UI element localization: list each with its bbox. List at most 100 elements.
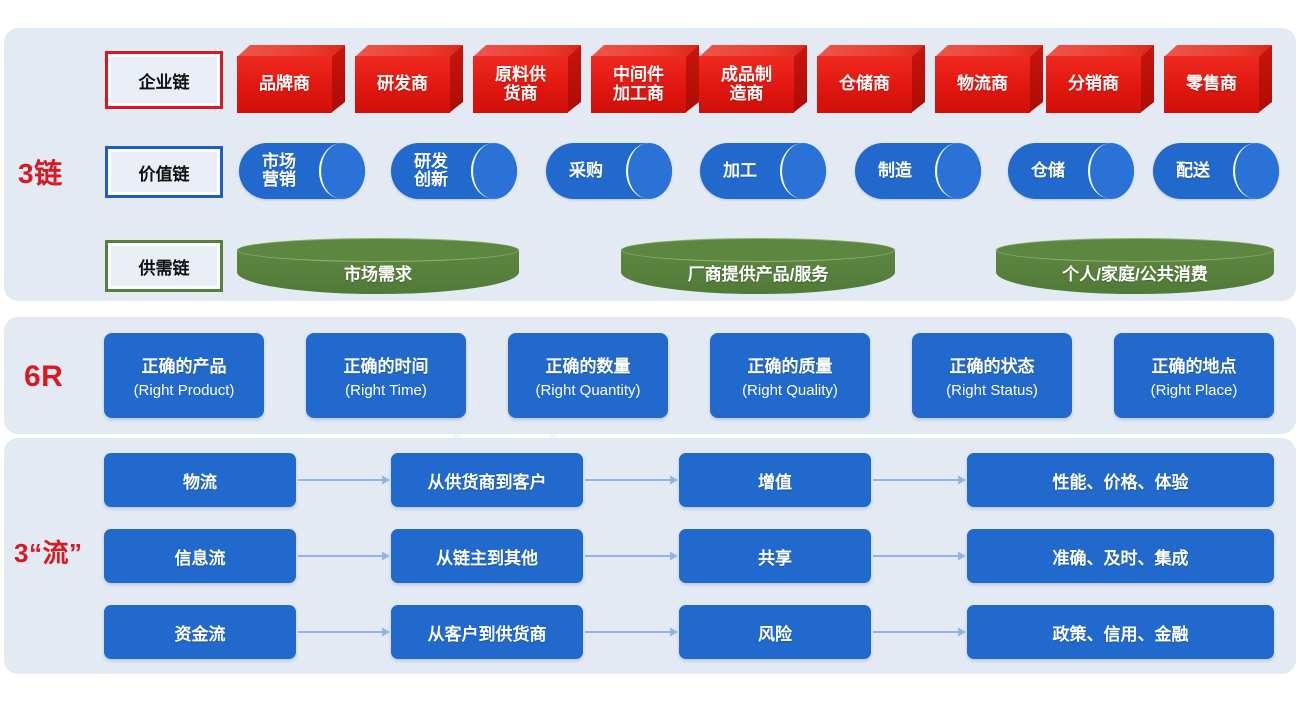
enterprise-chain-node-label: 零售商 (1164, 56, 1259, 113)
enterprise-chain-node[interactable]: 成品制 造商 (699, 45, 807, 113)
flow-box[interactable]: 风险 (679, 605, 871, 659)
cylinder-end-cap (935, 143, 981, 199)
flow-box[interactable]: 信息流 (104, 529, 296, 583)
drum-top-ellipse (237, 238, 519, 262)
flow-arrow (296, 474, 391, 486)
flow-box[interactable]: 从链主到其他 (391, 529, 583, 583)
flow-box[interactable]: 从供货商到客户 (391, 453, 583, 507)
supply-demand-chain-node-label: 厂商提供产品/服务 (687, 264, 829, 284)
flow-arrow (583, 474, 679, 486)
box-top-face (591, 45, 699, 57)
supply-demand-chain-node[interactable]: 市场需求 (237, 238, 519, 294)
six-r-card[interactable]: 正确的状态 (Right Status) (912, 333, 1072, 418)
supply-demand-chain-node-label: 市场需求 (344, 264, 412, 284)
flow-box[interactable]: 性能、价格、体验 (967, 453, 1274, 507)
box-side-face (911, 45, 925, 113)
drum-top-ellipse (996, 238, 1274, 262)
value-chain-node[interactable]: 研发 创新 (391, 143, 517, 199)
box-top-face (1046, 45, 1154, 57)
flow-arrow (871, 626, 967, 638)
six-r-card-title-en: (Right Status) (946, 382, 1038, 399)
flow-box[interactable]: 物流 (104, 453, 296, 507)
six-r-card-title-cn: 正确的数量 (545, 357, 631, 376)
box-top-face (237, 45, 345, 57)
flow-arrow (871, 550, 967, 562)
cylinder-end-cap (319, 143, 365, 199)
value-chain-node[interactable]: 采购 (546, 143, 672, 199)
six-r-card[interactable]: 正确的时间 (Right Time) (306, 333, 466, 418)
enterprise-chain-node-label: 品牌商 (237, 56, 332, 113)
row-label-value-chain: 价值链 (105, 146, 223, 198)
section-label-three-chains: 3链 (18, 158, 63, 189)
flow-box[interactable]: 共享 (679, 529, 871, 583)
value-chain-node[interactable]: 配送 (1153, 143, 1279, 199)
cylinder-end-cap (780, 143, 826, 199)
enterprise-chain-node[interactable]: 研发商 (355, 45, 463, 113)
six-r-card-title-cn: 正确的状态 (949, 357, 1035, 376)
box-side-face (331, 45, 345, 113)
value-chain-node[interactable]: 市场 营销 (239, 143, 365, 199)
six-r-card[interactable]: 正确的质量 (Right Quality) (710, 333, 870, 418)
six-r-card-title-en: (Right Quantity) (535, 382, 641, 399)
six-r-card-title-cn: 正确的时间 (343, 357, 429, 376)
six-r-card-title-en: (Right Time) (345, 382, 427, 399)
box-side-face (685, 45, 699, 113)
supply-demand-chain-node[interactable]: 个人/家庭/公共消费 (996, 238, 1274, 294)
enterprise-chain-node-label: 分销商 (1046, 56, 1141, 113)
value-chain-node-label: 采购 (569, 160, 603, 180)
box-side-face (1140, 45, 1154, 113)
drum-top-ellipse (621, 238, 895, 262)
flow-box[interactable]: 从客户到供货商 (391, 605, 583, 659)
flow-box[interactable]: 资金流 (104, 605, 296, 659)
row-label-enterprise-chain: 企业链 (105, 51, 223, 109)
six-r-card-title-en: (Right Quality) (742, 382, 838, 399)
enterprise-chain-node-label: 原料供 货商 (473, 56, 568, 113)
flow-box[interactable]: 准确、及时、集成 (967, 529, 1274, 583)
six-r-card[interactable]: 正确的地点(Right Place) (1114, 333, 1274, 418)
value-chain-node-label: 制造 (878, 160, 912, 180)
flow-arrow (583, 626, 679, 638)
value-chain-node[interactable]: 加工 (700, 143, 826, 199)
box-side-face (1258, 45, 1272, 113)
enterprise-chain-node[interactable]: 原料供 货商 (473, 45, 581, 113)
box-top-face (1164, 45, 1272, 57)
enterprise-chain-node-label: 成品制 造商 (699, 56, 794, 113)
enterprise-chain-node[interactable]: 分销商 (1046, 45, 1154, 113)
supply-demand-chain-node[interactable]: 厂商提供产品/服务 (621, 238, 895, 294)
box-side-face (449, 45, 463, 113)
cylinder-end-cap (1088, 143, 1134, 199)
box-top-face (355, 45, 463, 57)
cylinder-end-cap (1233, 143, 1279, 199)
value-chain-node[interactable]: 制造 (855, 143, 981, 199)
six-r-card-title-cn: 正确的地点 (1151, 357, 1237, 376)
section-label-three-flows: 3“流” (14, 538, 83, 568)
section-label-six-r: 6R (24, 360, 64, 393)
six-r-card-title-cn: 正确的产品 (141, 357, 227, 376)
six-r-card[interactable]: 正确的数量 (Right Quantity) (508, 333, 668, 418)
box-top-face (473, 45, 581, 57)
enterprise-chain-node-label: 仓储商 (817, 56, 912, 113)
box-top-face (935, 45, 1043, 57)
box-side-face (567, 45, 581, 113)
box-top-face (817, 45, 925, 57)
flow-box[interactable]: 增值 (679, 453, 871, 507)
value-chain-node-label: 市场 营销 (262, 151, 296, 189)
enterprise-chain-node[interactable]: 物流商 (935, 45, 1043, 113)
cylinder-end-cap (626, 143, 672, 199)
value-chain-node-label: 研发 创新 (414, 151, 448, 189)
enterprise-chain-node[interactable]: 仓储商 (817, 45, 925, 113)
six-r-card-title-cn: 正确的质量 (747, 357, 833, 376)
enterprise-chain-node[interactable]: 零售商 (1164, 45, 1272, 113)
enterprise-chain-node-label: 物流商 (935, 56, 1030, 113)
value-chain-node[interactable]: 仓储 (1008, 143, 1134, 199)
enterprise-chain-node[interactable]: 中间件 加工商 (591, 45, 699, 113)
enterprise-chain-node[interactable]: 品牌商 (237, 45, 345, 113)
flow-arrow (583, 550, 679, 562)
supply-demand-chain-node-label: 个人/家庭/公共消费 (1062, 264, 1208, 284)
flow-arrow (296, 626, 391, 638)
value-chain-node-label: 配送 (1176, 160, 1210, 180)
flow-arrow (296, 550, 391, 562)
six-r-card[interactable]: 正确的产品(Right Product) (104, 333, 264, 418)
flow-box[interactable]: 政策、信用、金融 (967, 605, 1274, 659)
